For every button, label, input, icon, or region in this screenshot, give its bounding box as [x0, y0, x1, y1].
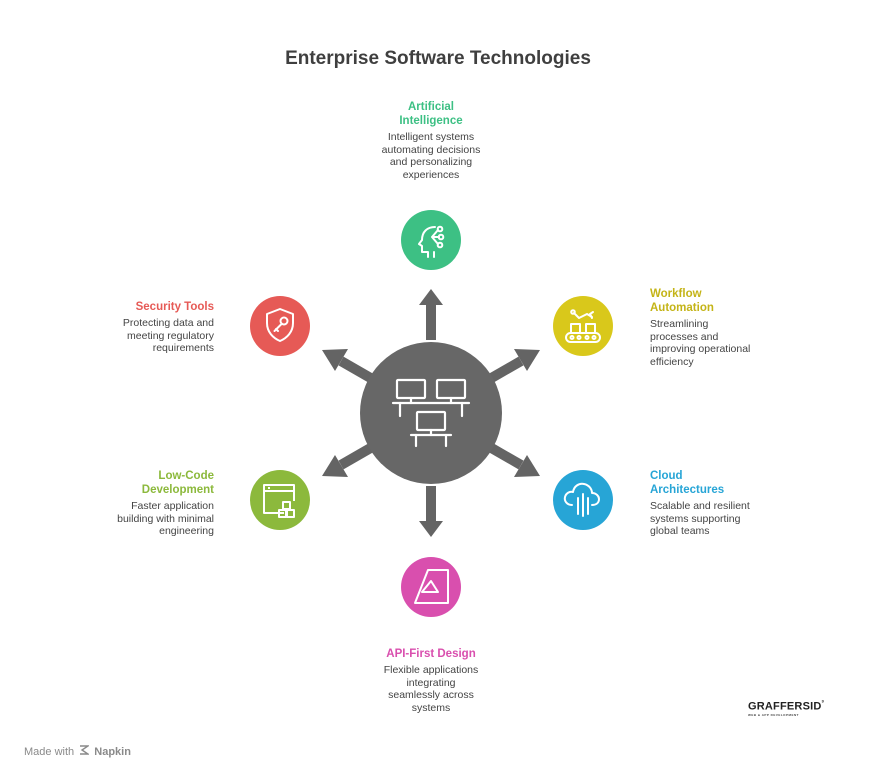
node-security-description: Protecting data and meeting regulatory r…	[122, 317, 214, 354]
logo-sup: ³	[821, 700, 825, 707]
node-workflow-description: Streamlining processes and improving ope…	[650, 318, 751, 368]
arrow-to-cloud	[485, 441, 540, 477]
page-title: Enterprise Software Technologies	[285, 48, 591, 69]
node-lowcode-text: Low-Code Development Faster application …	[74, 469, 214, 538]
node-ai-title: Artificial Intelligence	[399, 101, 463, 127]
node-security-title: Security Tools	[135, 301, 214, 313]
node-workflow-text: Workflow Automation Streamlining process…	[650, 287, 790, 368]
node-api-description: Flexible applications integrating seamle…	[383, 664, 479, 714]
cloud-icon	[563, 482, 600, 517]
node-api-text: API-First Design Flexible applications i…	[351, 647, 511, 714]
node-lowcode-description: Faster application building with minimal…	[117, 500, 214, 537]
logo-tagline: WEB & APP DEVELOPMENT	[748, 712, 800, 717]
node-workflow-circle	[553, 296, 613, 356]
arrows	[322, 289, 540, 537]
node-api-circle	[401, 557, 461, 617]
arrow-to-lowcode	[322, 441, 377, 477]
made-with-label: Made with	[24, 746, 75, 758]
center-hub	[360, 342, 502, 484]
computers-network-icon	[391, 378, 471, 448]
napkin-icon	[79, 745, 91, 758]
node-cloud-circle	[553, 470, 613, 530]
arrow-to-api	[419, 486, 443, 537]
arrow-to-security	[322, 349, 377, 385]
node-cloud-text: Cloud Architectures Scalable and resilie…	[650, 469, 790, 538]
node-ai-circle	[401, 210, 461, 270]
node-lowcode-title: Low-Code Development	[141, 470, 214, 496]
made-with-napkin[interactable]: Made with Napkin	[24, 745, 131, 758]
node-security-circle	[250, 296, 310, 356]
node-api-title: API-First Design	[386, 648, 476, 660]
napkin-brand: Napkin	[94, 746, 131, 758]
node-cloud-title: Cloud Architectures	[650, 470, 725, 496]
conveyor-robot-icon	[565, 309, 601, 343]
node-lowcode-circle	[250, 470, 310, 530]
node-workflow-title: Workflow Automation	[650, 288, 714, 314]
logo-text: GRAFFERSID	[748, 700, 822, 713]
node-ai-description: Intelligent systems automating decisions…	[381, 131, 481, 181]
node-cloud-description: Scalable and resilient systems supportin…	[650, 500, 750, 537]
api-design-icon	[414, 569, 449, 604]
ai-head-icon	[418, 225, 445, 258]
browser-blocks-icon	[263, 484, 295, 518]
node-security-text: Security Tools Protecting data and meeti…	[74, 300, 214, 355]
node-ai-text: Artificial Intelligence Intelligent syst…	[351, 100, 511, 181]
arrow-to-workflow	[485, 349, 540, 385]
arrow-to-ai	[419, 289, 443, 340]
graffersid-logo: GRAFFERSID³ WEB & APP DEVELOPMENT	[748, 700, 825, 717]
shield-key-icon	[266, 308, 294, 342]
